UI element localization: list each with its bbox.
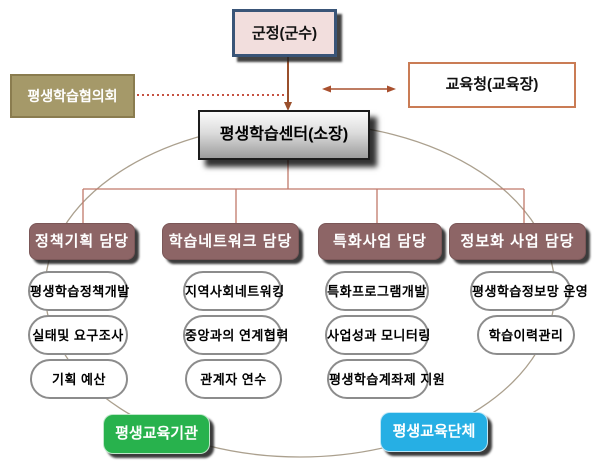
task-oval: 관계자 연수 bbox=[185, 359, 282, 399]
task-oval: 사업성과 모니터링 bbox=[325, 315, 430, 355]
task-oval: 실태및 요구조사 bbox=[28, 315, 128, 355]
task-oval: 평생학습정책개발 bbox=[28, 271, 129, 311]
task-oval: 평생학습계좌제 지원 bbox=[327, 359, 445, 399]
task-oval: 평생학습정보망 운영 bbox=[470, 271, 588, 311]
task-oval: 기획 예산 bbox=[30, 359, 128, 399]
department-box-information: 정보화 사업 담당 bbox=[449, 223, 586, 260]
task-oval: 지역사회네트워킹 bbox=[183, 271, 284, 311]
department-box-policy: 정책기획 담당 bbox=[29, 223, 135, 260]
left-arrow-icon bbox=[322, 85, 331, 93]
right-arrow-icon bbox=[387, 85, 396, 93]
county-governor-box: 군정(군수) bbox=[232, 9, 337, 57]
department-box-network: 학습네트워크 담당 bbox=[162, 223, 299, 260]
department-tree-lines bbox=[82, 160, 525, 226]
task-oval: 중앙과의 연계협력 bbox=[183, 315, 288, 355]
learning-center-box: 평생학습센터(소장) bbox=[198, 110, 370, 160]
down-arrow-icon bbox=[284, 102, 292, 111]
learning-council-box: 평생학습협의회 bbox=[10, 74, 135, 118]
lifelong-organizations-box: 평생교육단체 bbox=[380, 412, 488, 452]
education-office-box: 교육청(교육장) bbox=[408, 62, 576, 108]
lifelong-institutions-box: 평생교육기관 bbox=[103, 414, 210, 454]
department-box-special: 특화사업 담당 bbox=[318, 223, 442, 260]
task-oval: 특화프로그램개발 bbox=[325, 271, 429, 311]
task-oval: 학습이력관리 bbox=[477, 315, 575, 355]
